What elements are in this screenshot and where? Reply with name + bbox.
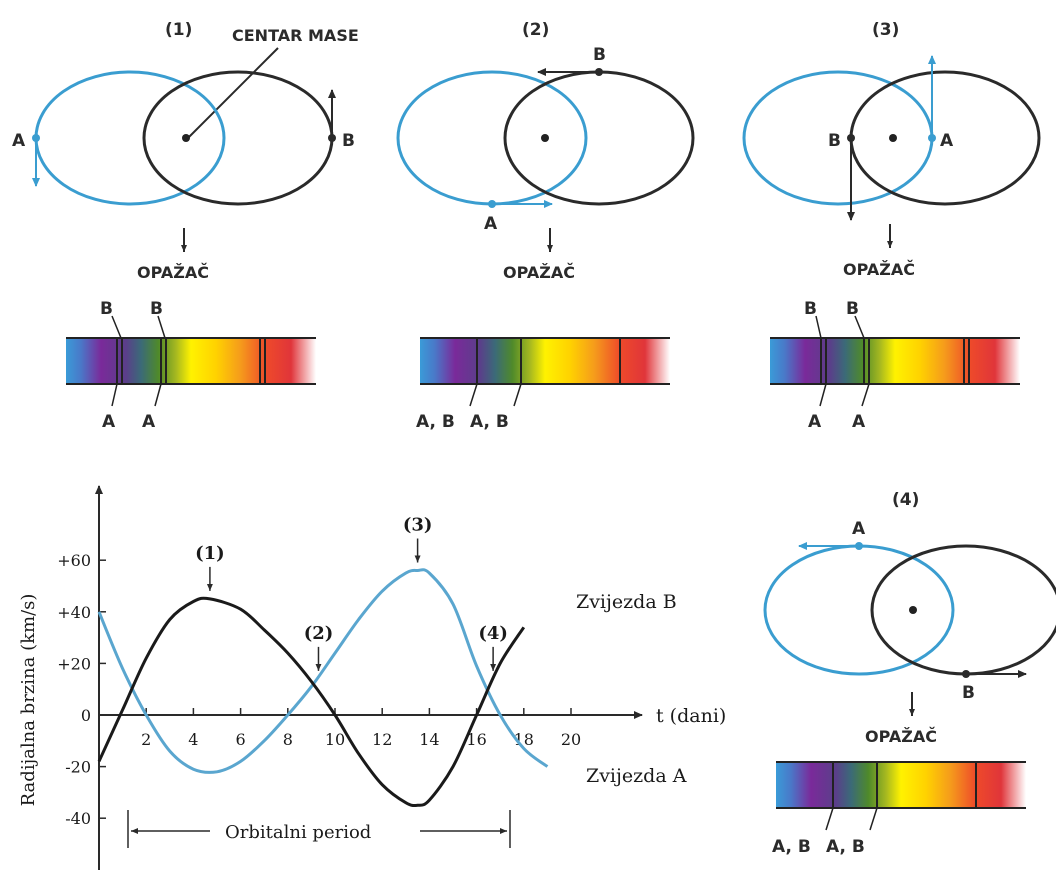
- panel-2-label: (2): [522, 20, 549, 40]
- line-pointer: [869, 807, 878, 831]
- orbit-a: [396, 70, 588, 206]
- period-label: Orbitalni period: [225, 822, 371, 843]
- orbit-b: [870, 544, 1056, 676]
- spectrum-bottom-label: A, B: [826, 837, 865, 857]
- observer-label: OPAŽAČ: [503, 263, 575, 282]
- panel-4-label: (4): [892, 490, 919, 510]
- spectrum-top-label: B: [100, 299, 113, 319]
- spectrum-bottom-label: A, B: [772, 837, 811, 857]
- line-pointer: [469, 383, 478, 407]
- line-pointer: [825, 807, 834, 831]
- star-a-label: A: [12, 131, 26, 151]
- y-tick-label: +60: [57, 551, 91, 570]
- line-pointer: [861, 383, 870, 407]
- spectrum-bottom-label: A, B: [416, 412, 455, 432]
- x-tick-label: 16: [466, 730, 486, 749]
- series-label-b: Zvijezda B: [576, 591, 677, 613]
- star-b-label: B: [593, 45, 606, 65]
- panel-3: (3) A B OPAŽAČ B B A A: [742, 20, 1041, 432]
- observer-label: OPAŽAČ: [843, 260, 915, 279]
- star-a-label: A: [852, 519, 866, 539]
- x-tick-label: 4: [188, 730, 198, 749]
- annotation-label: (4): [478, 623, 508, 644]
- x-axis-label: t (dani): [656, 705, 726, 727]
- y-tick-label: 0: [81, 706, 91, 725]
- annotation-label: (1): [195, 543, 225, 564]
- chart-series: [97, 568, 549, 808]
- panel-3-label: (3): [872, 20, 899, 40]
- orbit-a: [34, 70, 226, 206]
- line-pointer: [513, 383, 522, 407]
- spectrum: [776, 762, 1026, 808]
- series-line-b: [97, 596, 526, 808]
- line-pointer: [154, 383, 162, 407]
- line-pointer: [157, 315, 166, 339]
- observer-label: OPAŽAČ: [137, 263, 209, 282]
- y-ticks: +60 +40 +20 0 -20 -40: [57, 551, 106, 828]
- panel-4: (4) A B OPAŽAČ A, B A, B: [763, 490, 1056, 857]
- line-pointer: [111, 315, 122, 339]
- center-of-mass-pointer: [188, 47, 279, 138]
- orbit-b: [503, 70, 695, 206]
- star-b-label: B: [828, 131, 841, 151]
- spectrum: [420, 338, 670, 384]
- line-pointer: [819, 383, 827, 407]
- x-tick-label: 2: [141, 730, 151, 749]
- spectrum-top-label: B: [846, 299, 859, 319]
- x-tick-label: 8: [283, 730, 293, 749]
- panel-1-label: (1): [165, 20, 192, 40]
- y-axis-label: Radijalna brzina (km/s): [18, 594, 39, 807]
- spectrum-top-label: B: [804, 299, 817, 319]
- center-of-mass-label: CENTAR MASE: [232, 26, 359, 45]
- series-label-a: Zvijezda A: [586, 765, 687, 787]
- orbit-b: [142, 70, 334, 206]
- star-a-label: A: [940, 131, 954, 151]
- center-of-mass-dot: [889, 134, 897, 142]
- observer-label: OPAŽAČ: [865, 727, 937, 746]
- star-b-label: B: [962, 683, 975, 703]
- line-pointer: [815, 315, 822, 339]
- y-tick-label: -40: [65, 809, 91, 828]
- center-of-mass-dot: [909, 606, 917, 614]
- y-tick-label: +20: [57, 654, 91, 673]
- annotation-label: (3): [403, 515, 433, 536]
- x-tick-label: 12: [372, 730, 392, 749]
- orbit-a: [763, 544, 955, 676]
- line-pointer: [854, 315, 865, 339]
- spectrum: [770, 338, 1020, 384]
- chart-annotations: (1) (2) (3) (4): [195, 515, 508, 671]
- spectrum-bottom-label: A, B: [470, 412, 509, 432]
- panel-2: (2) A B OPAŽAČ A, B A, B: [396, 20, 695, 432]
- x-tick-label: 6: [236, 730, 246, 749]
- star-a-label: A: [484, 214, 498, 234]
- spectrum-bottom-label: A: [808, 412, 822, 432]
- spectrum: [66, 338, 316, 384]
- panel-1: (1) CENTAR MASE A B OPAŽAČ B B A A: [12, 20, 359, 432]
- center-of-mass-dot: [182, 134, 190, 142]
- x-tick-label: 14: [419, 730, 439, 749]
- line-pointer: [111, 383, 118, 407]
- spectrum-bottom-label: A: [142, 412, 156, 432]
- spectrum-bottom-label: A: [852, 412, 866, 432]
- annotation-label: (2): [304, 623, 334, 644]
- x-tick-label: 10: [325, 730, 345, 749]
- spectrum-bottom-label: A: [102, 412, 116, 432]
- x-tick-label: 20: [561, 730, 581, 749]
- center-of-mass-dot: [541, 134, 549, 142]
- y-tick-label: -20: [65, 758, 91, 777]
- y-tick-label: +40: [57, 603, 91, 622]
- star-b-label: B: [342, 131, 355, 151]
- spectrum-top-label: B: [150, 299, 163, 319]
- series-line-a: [97, 568, 549, 774]
